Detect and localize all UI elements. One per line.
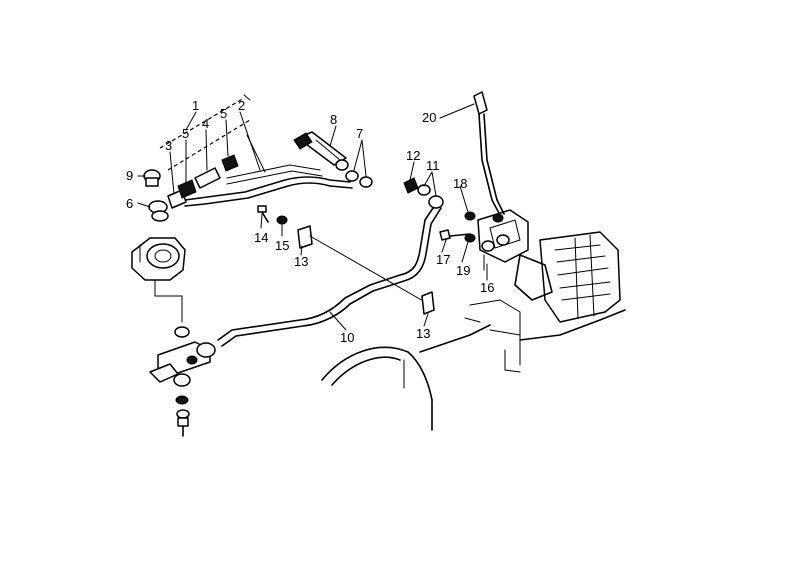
nut-part-19 [464, 233, 476, 243]
callout-10: 10 [340, 330, 354, 345]
lower-valve-assembly [149, 326, 216, 437]
leader-13a-to-13b [309, 235, 426, 303]
callout-3: 3 [165, 138, 172, 153]
o-ring-part-11 [417, 184, 444, 209]
clamp-part-13b [421, 291, 435, 315]
callout-16: 16 [480, 280, 494, 295]
callout-13-upper: 13 [294, 254, 308, 269]
callout-5-right: 5 [220, 106, 227, 121]
nut-part-5b [221, 154, 239, 172]
callout-9: 9 [126, 168, 133, 183]
callout-6: 6 [126, 196, 133, 211]
leader-lines [137, 103, 488, 331]
bolt-part-14 [257, 205, 269, 223]
fitting-part-18 [464, 211, 476, 221]
callout-8: 8 [330, 112, 337, 127]
pipe-2 [184, 134, 353, 207]
clamp-part-13a [297, 225, 313, 249]
sleeve-part-4 [194, 167, 221, 189]
callout-17: 17 [436, 252, 450, 267]
control-valve-16 [477, 209, 529, 271]
pipe-10 [217, 204, 442, 347]
callout-2: 2 [238, 98, 245, 113]
callout-12: 12 [406, 148, 420, 163]
assembly-bracket-1 [159, 94, 251, 171]
control-lever-20 [473, 91, 505, 216]
plug-part-9 [143, 169, 161, 187]
callout-labels: 1 2 3 4 5 5 6 7 8 9 10 11 12 13 13 14 15… [126, 98, 494, 345]
transmission-housing [539, 231, 621, 323]
callout-1: 1 [192, 98, 199, 113]
fitting-part-12 [403, 177, 419, 194]
callout-18: 18 [453, 176, 467, 191]
fitting-part-6 [148, 200, 169, 222]
tractor-body-outline [321, 231, 626, 431]
washer-part-15 [276, 215, 288, 225]
callout-14: 14 [254, 230, 268, 245]
bolt-part-17 [439, 229, 471, 241]
callout-11: 11 [426, 158, 440, 173]
callout-15: 15 [275, 238, 289, 253]
callout-5-left: 5 [182, 126, 189, 141]
callout-7: 7 [356, 126, 363, 141]
pump-body [131, 237, 186, 323]
callout-20: 20 [422, 110, 436, 125]
callout-4: 4 [202, 116, 209, 131]
o-ring-part-7 [345, 170, 373, 188]
callout-13-lower: 13 [416, 326, 430, 341]
nut-part-5a [177, 179, 197, 199]
pipe-assembly-8 [293, 131, 349, 171]
callout-19: 19 [456, 263, 470, 278]
